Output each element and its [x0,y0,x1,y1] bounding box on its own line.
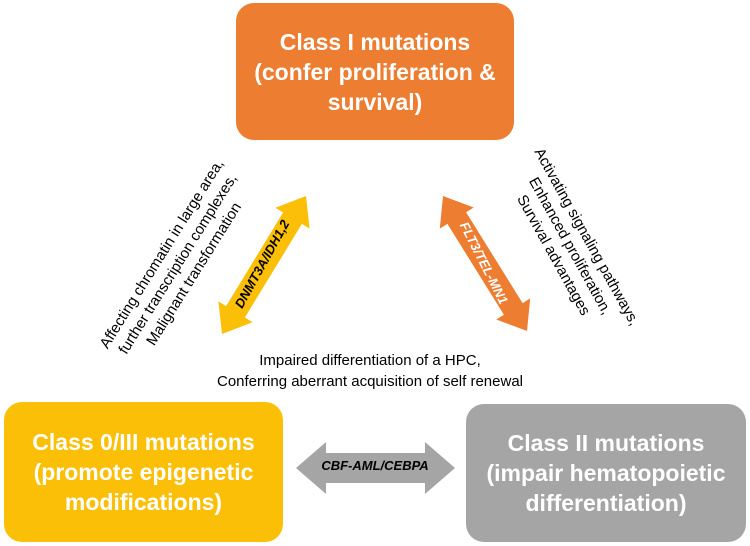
center-description: Impaired differentiation of a HPC, Confe… [200,350,540,392]
right-double-arrow [439,196,531,331]
class-ii-title: Class II mutations [507,430,705,456]
bottom-double-arrow [296,442,455,494]
bottom-arrow-label: CBF-AML/CEBPA [321,458,429,473]
class-i-box: Class I mutations (confer proliferation … [236,3,514,140]
class-i-desc-line2: survival) [327,88,423,115]
class-i-desc-line1: (confer proliferation & [254,58,496,85]
class-0-iii-desc-line1: (promote epigenetic [33,459,254,485]
class-ii-box: Class II mutations (impair hematopoietic… [466,404,746,542]
class-0-iii-box: Class 0/III mutations (promote epigeneti… [4,402,283,542]
class-ii-desc-line1: (impair hematopoietic [486,460,726,486]
center-line2: Conferring aberrant acquisition of self … [217,373,523,390]
class-ii-desc-line2: differentiation) [525,490,687,516]
left-double-arrow [218,196,310,334]
class-0-iii-title: Class 0/III mutations [32,429,255,455]
class-0-iii-desc-line2: modifications) [64,489,223,515]
class-i-title: Class I mutations [279,28,471,55]
center-line1: Impaired differentiation of a HPC, [259,352,481,369]
